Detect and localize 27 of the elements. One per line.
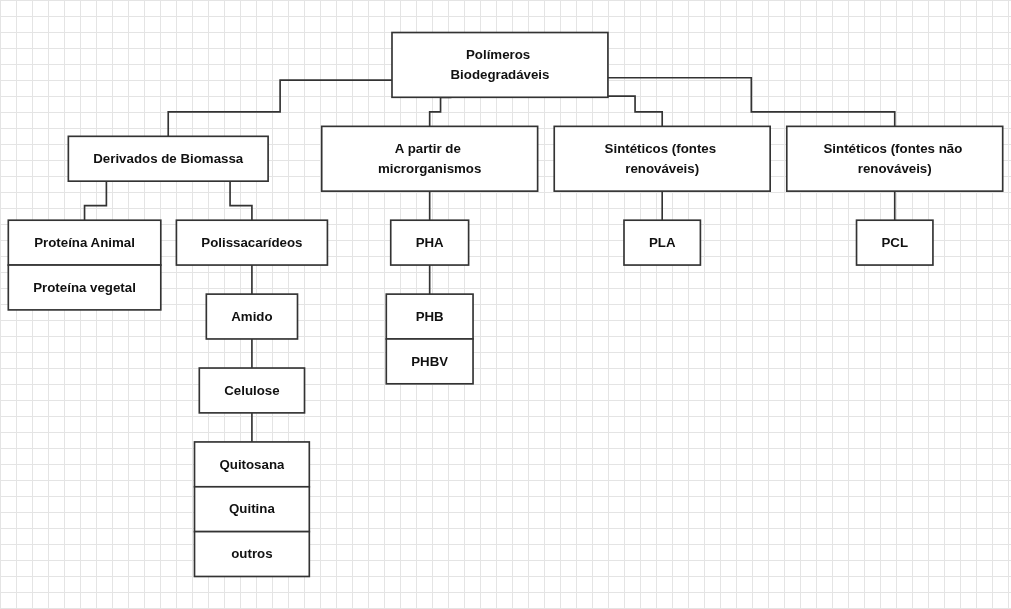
node-box: PCL <box>855 219 934 266</box>
node-box: Polímeros Biodegradáveis <box>391 31 609 99</box>
node-box: Sintéticos (fontes não renováveis) <box>785 125 1004 192</box>
connector <box>428 264 431 295</box>
node-box: PHA <box>389 219 470 266</box>
node-box: Derivados de Biomassa <box>67 135 269 182</box>
node-box: Celulose <box>198 367 306 414</box>
node-box: Quitosana <box>193 441 311 488</box>
node-box: PLA <box>623 219 702 266</box>
connector <box>428 190 431 222</box>
connector <box>607 76 896 128</box>
node-box: Polissacarídeos <box>175 219 329 266</box>
node-box: PHBV <box>385 338 474 385</box>
connector <box>893 190 896 222</box>
node-box: PHB <box>385 293 474 340</box>
node-box: Proteína vegetal <box>7 264 162 311</box>
node-box: outros <box>193 530 311 578</box>
connector <box>251 264 253 295</box>
connector <box>607 95 664 128</box>
node-box: A partir de microrganismos <box>320 125 539 192</box>
node-box: Proteína Animal <box>7 219 162 266</box>
connector <box>251 412 253 443</box>
node-box: Amido <box>205 293 299 340</box>
connector <box>251 338 253 369</box>
connector <box>661 190 664 222</box>
node-box: Quitina <box>193 485 311 533</box>
node-box: Sintéticos (fontes renováveis) <box>553 125 771 192</box>
